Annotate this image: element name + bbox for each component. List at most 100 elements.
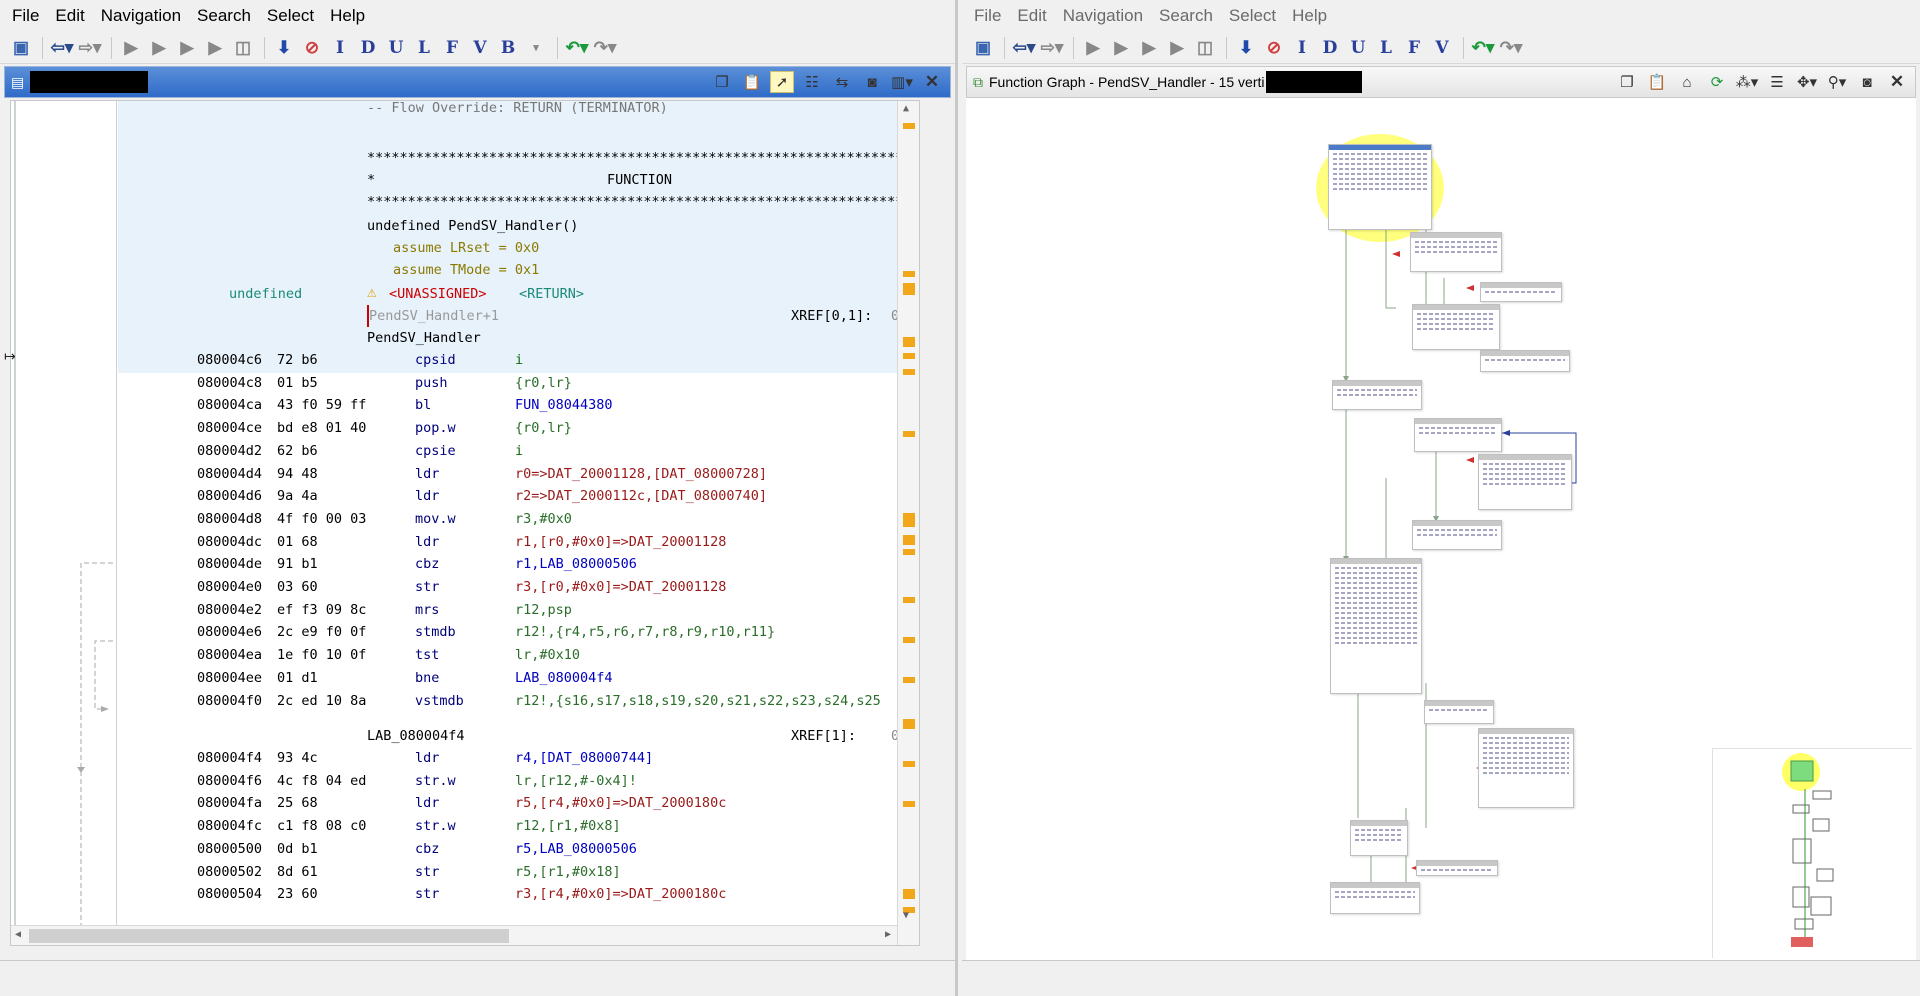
instruction-operands[interactable]: {r0,lr} [515,374,572,391]
satellite-view[interactable] [1712,748,1912,958]
instruction-address[interactable]: 080004fa [197,795,263,812]
toolbar-f-button[interactable]: F [1407,37,1421,58]
instruction-mnemonic[interactable]: str [415,579,440,595]
instruction-address[interactable]: 080004fc [197,818,263,835]
nav-next-undef-icon[interactable]: ▶ [208,37,222,57]
redo-icon[interactable]: ↷▾ [1499,37,1523,57]
download-arrow-icon[interactable]: ⬇ [1238,37,1254,57]
toolbar-i-button[interactable]: I [336,37,344,58]
instruction-mnemonic[interactable]: mov.w [415,510,456,527]
instruction-operands[interactable]: r2=>DAT_2000112c,[DAT_08000740] [515,488,767,505]
paste-icon[interactable]: 📋 [742,74,762,91]
graph-node-entry[interactable] [1328,144,1432,230]
instruction-mnemonic[interactable]: bne [415,669,440,686]
toolbar-d-button[interactable]: D [1322,37,1338,58]
instruction-operands[interactable]: FUN_08044380 [515,397,613,414]
instruction-address[interactable]: 080004dc [197,533,263,550]
copy-icon[interactable]: ❐ [1620,74,1634,91]
home-icon[interactable]: ⌂ [1682,73,1692,91]
instruction-mnemonic[interactable]: pop.w [415,420,456,437]
navigate-icon[interactable]: ✥▾ [1796,74,1818,91]
instruction-operands[interactable]: r5,[r1,#0x18] [515,863,621,880]
instruction-bytes[interactable]: 93 4c [277,750,318,766]
instruction-mnemonic[interactable]: bl [415,397,432,414]
graph-node[interactable] [1416,860,1498,876]
toolbar-v-button[interactable]: V [1435,37,1449,58]
menu-select[interactable]: Select [266,6,315,25]
instruction-bytes[interactable]: 03 60 [277,579,318,595]
instruction-bytes[interactable]: 25 68 [277,795,318,812]
instruction-address[interactable]: 080004d2 [197,442,263,459]
instruction-operands[interactable]: lr,[r12,#-0x4]! [515,772,637,789]
layout-icon[interactable]: ⁂▾ [1735,74,1759,91]
instruction-operands[interactable]: r12!,{s16,s17,s18,s19,s20,s21,s22,s23,s2… [515,692,881,709]
menu-navigation[interactable]: Navigation [1062,6,1144,25]
instruction-mnemonic[interactable]: tst [415,647,440,664]
back-arrow-icon[interactable]: ⇦▾ [50,37,74,57]
instruction-operands[interactable]: i [515,442,524,459]
nav-next-icon[interactable]: ▶ [1086,37,1100,57]
function-signature[interactable]: undefined PendSV_Handler() [367,218,579,234]
download-arrow-icon[interactable]: ⬇ [276,37,292,57]
save-icon[interactable]: ▣ [974,37,992,57]
instruction-address[interactable]: 08000500 [197,840,263,857]
instruction-address[interactable]: 080004e6 [197,624,263,641]
copy-icon[interactable]: ❐ [715,74,729,91]
cursor-icon[interactable]: ➚ [770,71,794,93]
instruction-bytes[interactable]: c1 f8 08 c0 [277,818,367,835]
xref-label-1[interactable]: XREF[0,1]: [791,308,873,324]
instruction-bytes[interactable]: 4f f0 00 03 [277,510,367,527]
graph-node[interactable] [1478,454,1572,510]
instruction-bytes[interactable]: 43 f0 59 ff [277,397,367,414]
menu-select[interactable]: Select [1228,6,1277,25]
instruction-address[interactable]: 080004c6 [197,352,263,368]
menu-file[interactable]: File [974,6,1002,25]
toolbar-u-button[interactable]: U [1350,37,1366,58]
instruction-mnemonic[interactable]: mrs [415,601,440,618]
instruction-address[interactable]: 080004d4 [197,465,263,482]
instruction-operands[interactable]: r1,LAB_08000506 [515,556,637,573]
graph-node[interactable] [1412,304,1500,350]
graph-node-large[interactable] [1330,558,1422,694]
nav-next-inst-icon[interactable]: ▶ [180,37,194,57]
pendsv-plus1-label[interactable]: PendSV_Handler+1 [367,305,499,327]
save-icon[interactable]: ▣ [12,37,30,57]
instruction-bytes[interactable]: 9a 4a [277,488,318,505]
instruction-operands[interactable]: {r0,lr} [515,420,572,437]
toolbar-l-button[interactable]: L [418,37,430,58]
toolbar-v-button[interactable]: V [473,37,487,58]
scroll-left-icon[interactable]: ◀ [15,929,22,940]
toolbar-u-button[interactable]: U [388,37,404,58]
horizontal-scroll-thumb[interactable] [29,929,509,943]
nav-next-func-icon[interactable]: ◫ [1196,37,1214,57]
undo-icon[interactable]: ↶▾ [1471,37,1495,57]
instruction-address[interactable]: 080004d6 [197,488,263,505]
back-arrow-icon[interactable]: ⇦▾ [1012,37,1036,57]
lab-080004f4-label[interactable]: LAB_080004f4 [367,728,465,744]
instruction-operands[interactable]: r5,[r4,#0x0]=>DAT_2000180c [515,795,727,812]
toolbar-b-button[interactable]: B [500,37,516,58]
menu-help[interactable]: Help [1292,6,1328,25]
instruction-mnemonic[interactable]: str.w [415,772,456,789]
instruction-address[interactable]: 08000502 [197,863,263,880]
format-icon[interactable]: ☰ [1770,74,1784,91]
menu-search[interactable]: Search [197,6,251,25]
graph-node[interactable] [1424,700,1494,724]
instruction-mnemonic[interactable]: cbz [415,840,440,857]
listing-vertical-scrollbar[interactable]: ▲ ▼ [897,101,919,945]
graph-node[interactable] [1478,728,1574,808]
instruction-mnemonic[interactable]: push [415,374,448,391]
instruction-bytes[interactable]: 0d b1 [277,840,318,857]
graph-node-exit[interactable] [1330,882,1420,914]
graph-node[interactable] [1412,520,1502,550]
instruction-operands[interactable]: i [515,352,524,368]
diff-icon[interactable]: ⇆ [835,74,849,91]
instruction-address[interactable]: 080004ce [197,420,263,437]
menu-edit[interactable]: Edit [1017,6,1047,25]
instruction-bytes[interactable]: 01 d1 [277,669,318,686]
instruction-address[interactable]: 080004f6 [197,772,263,789]
instruction-address[interactable]: 080004de [197,556,263,573]
instruction-operands[interactable]: lr,#0x10 [515,647,581,664]
instruction-mnemonic[interactable]: cpsid [415,352,456,368]
instruction-operands[interactable]: r0=>DAT_20001128,[DAT_08000728] [515,465,767,482]
